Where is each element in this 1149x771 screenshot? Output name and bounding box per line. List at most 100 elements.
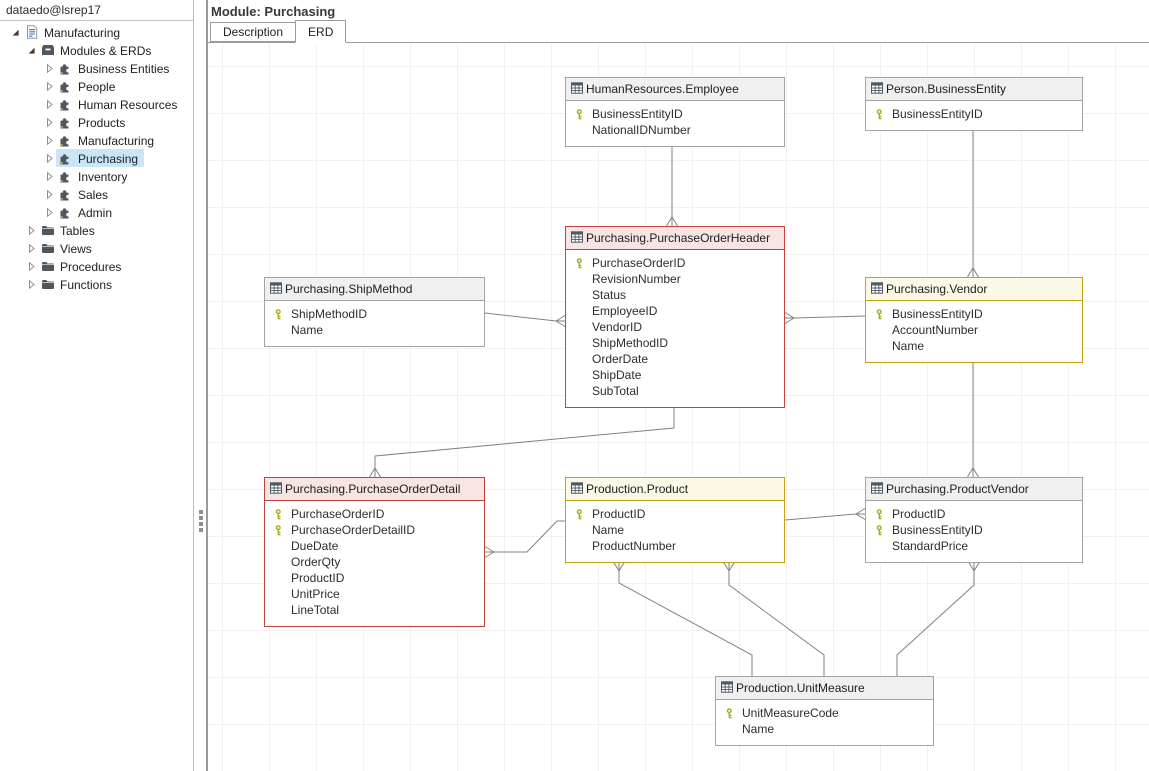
primary-key-icon [574,508,592,520]
entity-field: EmployeeID [592,304,658,318]
entity-field: BusinessEntityID [866,106,1082,122]
sidebar-item-functions[interactable]: Functions [0,275,193,293]
sidebar-item-label: Human Resources [78,97,178,112]
entity-field: ProductID [866,506,1082,522]
entity-header[interactable]: Person.BusinessEntity [866,78,1082,101]
sidebar-item-products[interactable]: Products [0,113,193,131]
sidebar-item-label: Views [60,241,92,256]
entity-header[interactable]: Purchasing.PurchaseOrderHeader [566,227,784,250]
primary-key-icon [874,524,892,536]
entity-title: HumanResources.Employee [586,82,739,96]
collapsed-arrow-icon[interactable] [42,62,56,74]
entity-title: Production.UnitMeasure [736,681,865,695]
primary-key-icon [874,308,892,320]
table-icon [571,481,583,497]
entity-field: ProductID [566,506,784,522]
collapsed-arrow-icon[interactable] [42,188,56,200]
entity-field: AccountNumber [892,323,979,337]
sidebar-item-manufacturing[interactable]: Manufacturing [0,131,193,149]
sidebar-item-manufacturing[interactable]: Manufacturing [0,23,193,41]
sidebar-item-label: Tables [60,223,95,238]
entity-header[interactable]: Production.UnitMeasure [716,677,933,700]
collapsed-arrow-icon[interactable] [24,278,38,290]
entity-field: NationalIDNumber [592,123,691,137]
collapsed-arrow-icon[interactable] [42,206,56,218]
entity-field: SubTotal [592,384,639,398]
sidebar-item-tables[interactable]: Tables [0,221,193,239]
expanded-arrow-icon[interactable] [8,26,22,38]
connection-title: dataedo@lsrep17 [0,0,193,21]
collapsed-arrow-icon[interactable] [42,170,56,182]
table-icon [871,81,883,97]
entity-field: BusinessEntityID [866,306,1082,322]
entity-header[interactable]: Production.Product [566,478,784,501]
entity-header[interactable]: HumanResources.Employee [566,78,784,101]
collapsed-arrow-icon[interactable] [42,152,56,164]
sidebar-item-views[interactable]: Views [0,239,193,257]
entity-field: PurchaseOrderDetailID [265,522,484,538]
entity-field: Name [742,722,775,736]
sidebar-item-business-entities[interactable]: Business Entities [0,59,193,77]
sidebar-item-sales[interactable]: Sales [0,185,193,203]
collapsed-arrow-icon[interactable] [42,80,56,92]
collapsed-arrow-icon[interactable] [42,116,56,128]
collapsed-arrow-icon[interactable] [24,242,38,254]
entity-title: Purchasing.ShipMethod [285,282,413,296]
sidebar-item-modules-erds[interactable]: Modules & ERDs [0,41,193,59]
collapsed-arrow-icon[interactable] [42,134,56,146]
sidebar-item-label: Manufacturing [44,25,121,40]
entity-field: PurchaseOrderID [566,255,784,271]
splitter-grip-icon[interactable] [199,510,203,534]
sidebar-item-label: Procedures [60,259,122,274]
sidebar-item-inventory[interactable]: Inventory [0,167,193,185]
tab-description[interactable]: Description [210,22,297,42]
sidebar-splitter[interactable] [193,0,208,771]
sidebar-item-label: Business Entities [78,61,170,76]
module-puzzle-icon [58,98,74,111]
sidebar-item-admin[interactable]: Admin [0,203,193,221]
page-title: Module: Purchasing [211,4,336,19]
entity-title: Purchasing.PurchaseOrderDetail [285,482,461,496]
tab-erd[interactable]: ERD [295,20,347,43]
sidebar-item-purchasing[interactable]: Purchasing [0,149,193,167]
sidebar-item-people[interactable]: People [0,77,193,95]
entity-header[interactable]: Purchasing.ProductVendor [866,478,1082,501]
entity-title: Purchasing.PurchaseOrderHeader [586,231,771,245]
sidebar-item-human-resources[interactable]: Human Resources [0,95,193,113]
entity-header[interactable]: Purchasing.Vendor [866,278,1082,301]
entity-header[interactable]: Purchasing.PurchaseOrderDetail [265,478,484,501]
sidebar-item-label: People [78,79,116,94]
entity-field: StandardPrice [892,539,969,553]
collapsed-arrow-icon[interactable] [24,260,38,272]
collapsed-arrow-icon[interactable] [42,98,56,110]
entity-header[interactable]: Purchasing.ShipMethod [265,278,484,301]
sidebar-item-label: Functions [60,277,113,292]
module-puzzle-icon [58,170,74,183]
sidebar-item-procedures[interactable]: Procedures [0,257,193,275]
entity-field: ProductID [291,571,345,585]
collapsed-arrow-icon[interactable] [24,224,38,236]
expanded-arrow-icon[interactable] [24,44,38,56]
entity-title: Person.BusinessEntity [886,82,1007,96]
entity-field: ShipDate [592,368,642,382]
sidebar-item-label: Manufacturing [78,133,155,148]
primary-key-icon [273,508,291,520]
primary-key-icon [273,308,291,320]
entity-field: ShipMethodID [592,336,669,350]
